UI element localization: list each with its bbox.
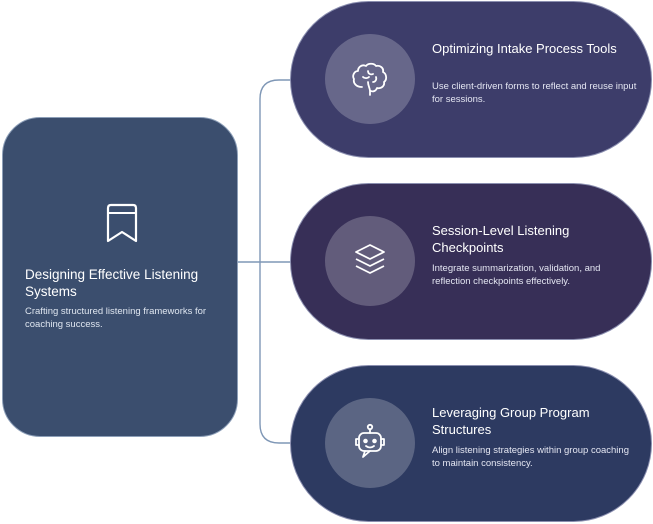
main-topic-description: Crafting structured listening frameworks… xyxy=(25,306,207,330)
icon-circle xyxy=(325,34,415,124)
item-description: Integrate summarization, validation, and… xyxy=(432,263,601,287)
item-card-intake-tools: Optimizing Intake Process Tools Use clie… xyxy=(290,1,652,158)
item-title: Session-Level Listening Checkpoints xyxy=(432,223,570,255)
brain-icon xyxy=(352,62,388,96)
robot-icon xyxy=(355,423,385,458)
icon-circle xyxy=(325,216,415,306)
item-card-listening-checkpoints: Session-Level Listening Checkpoints Inte… xyxy=(290,183,652,340)
item-description: Use client-driven forms to reflect and r… xyxy=(432,81,637,105)
bookmark-icon xyxy=(106,203,138,243)
main-topic-card: Designing Effective Listening Systems Cr… xyxy=(2,117,238,437)
item-description: Align listening strategies within group … xyxy=(432,445,629,469)
main-topic-title: Designing Effective Listening Systems xyxy=(25,267,199,299)
item-card-group-programs: Leveraging Group Program Structures Alig… xyxy=(290,365,652,522)
item-title: Optimizing Intake Process Tools xyxy=(432,41,617,56)
layers-icon xyxy=(355,244,385,274)
icon-circle xyxy=(325,398,415,488)
item-title: Leveraging Group Program Structures xyxy=(432,405,590,437)
